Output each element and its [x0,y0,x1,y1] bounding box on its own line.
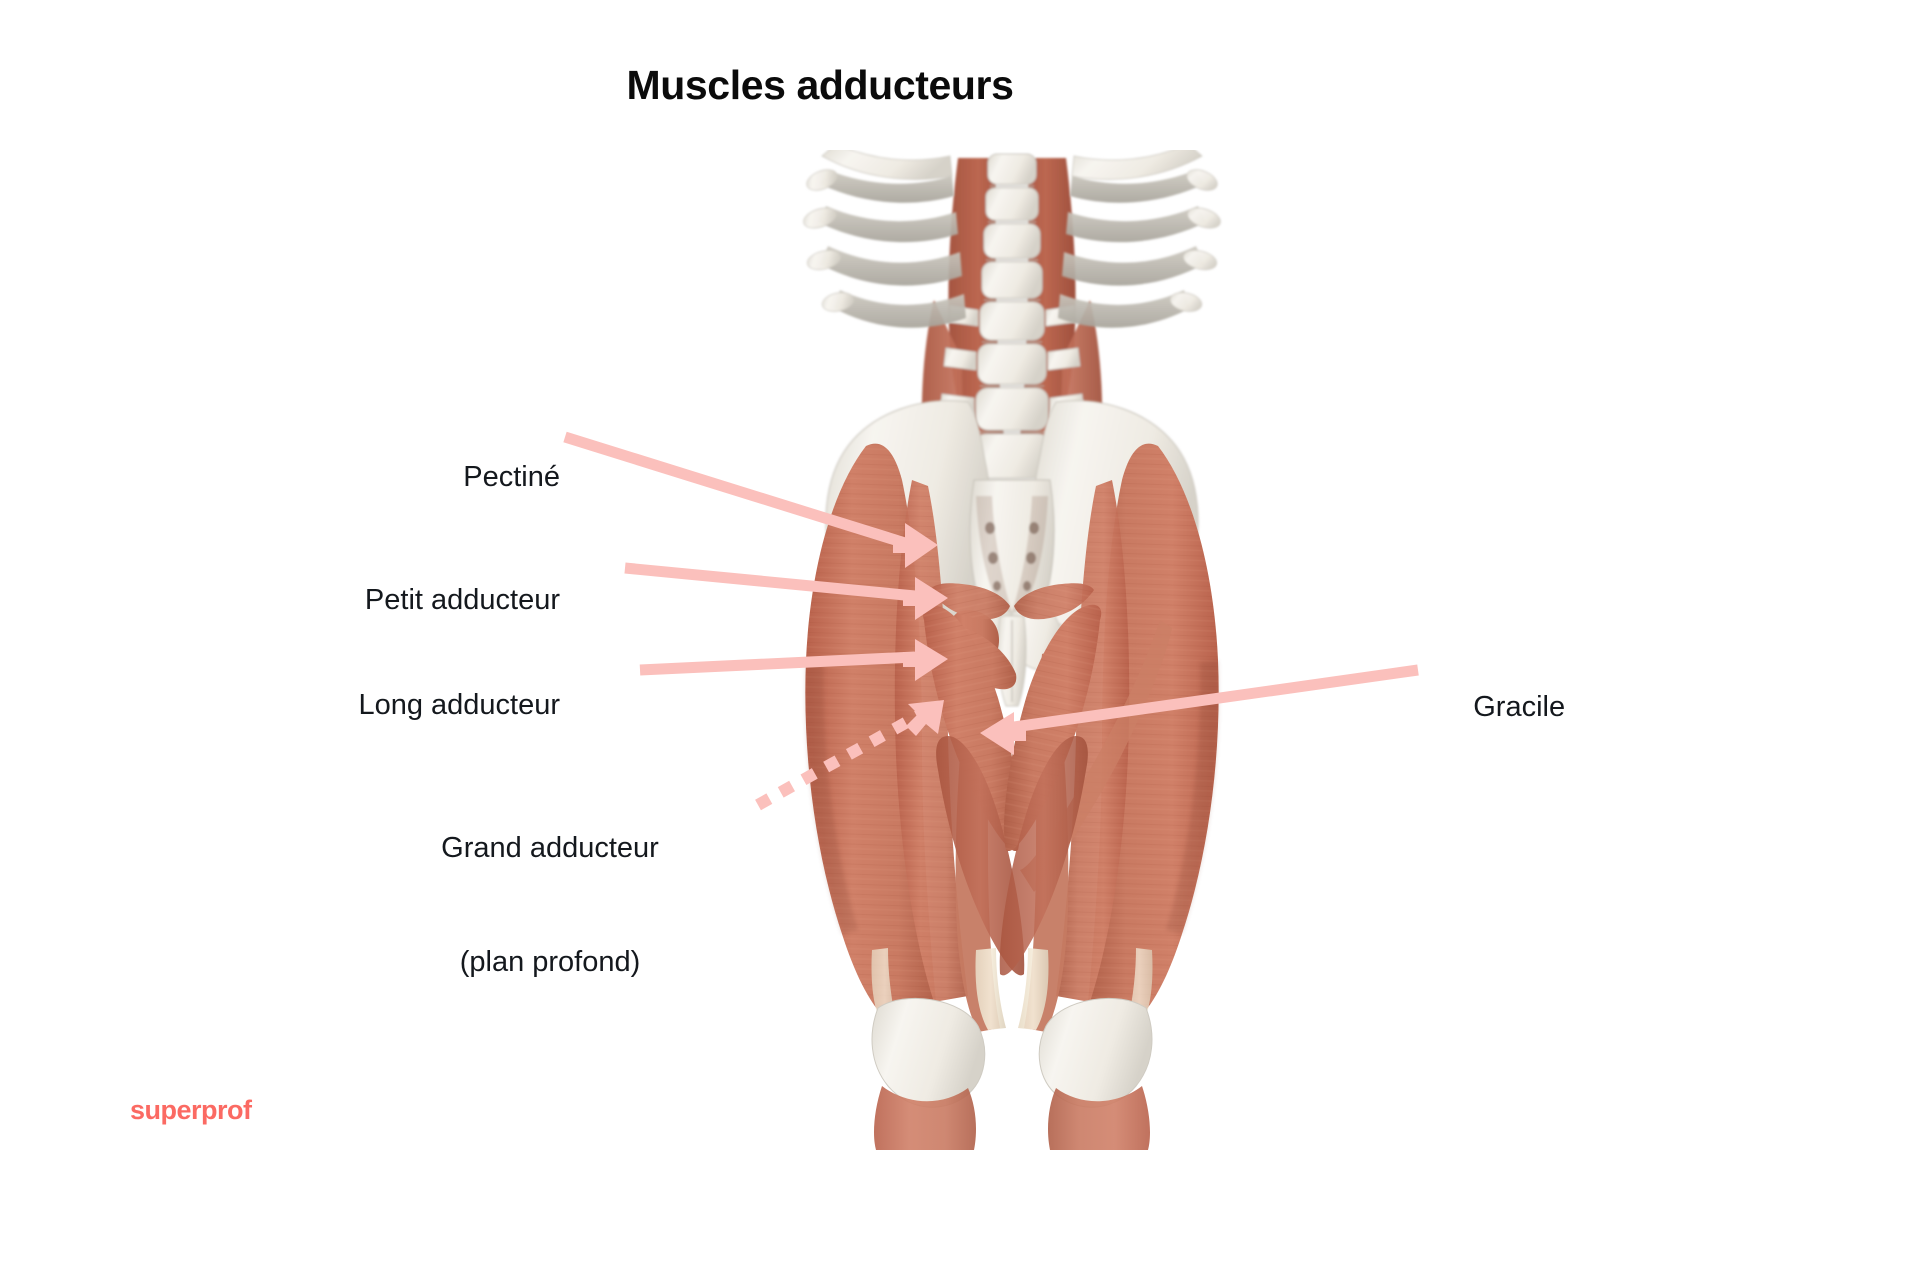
label-long-adducteur-text: Long adducteur [358,689,560,722]
label-pectine-text: Pectiné [463,461,560,494]
anatomy-illustration [803,150,1221,1150]
label-petit-adducteur-text: Petit adducteur [364,584,560,617]
page-title: Muscles adducteurs [0,62,1920,109]
label-petit-adducteur[interactable]: Petit adducteur [333,543,560,658]
label-gracile-text: Gracile [1473,691,1566,724]
superprof-logo-text: superprof [130,1095,252,1125]
label-grand-adducteur[interactable]: Grand adducteur (plan profond) [400,752,700,1058]
muscle-adductor-magnus [936,736,1025,976]
superprof-logo[interactable]: superprof [130,1095,252,1126]
label-pectine[interactable]: Pectiné [431,420,560,535]
label-gracile[interactable]: Gracile [1441,650,1565,765]
label-long-adducteur[interactable]: Long adducteur [326,648,560,763]
label-grand-adducteur-line1: Grand adducteur [441,831,659,864]
rib-cage [803,150,1221,328]
page-title-text: Muscles adducteurs [626,62,1014,108]
label-grand-adducteur-line2: (plan profond) [459,946,641,979]
